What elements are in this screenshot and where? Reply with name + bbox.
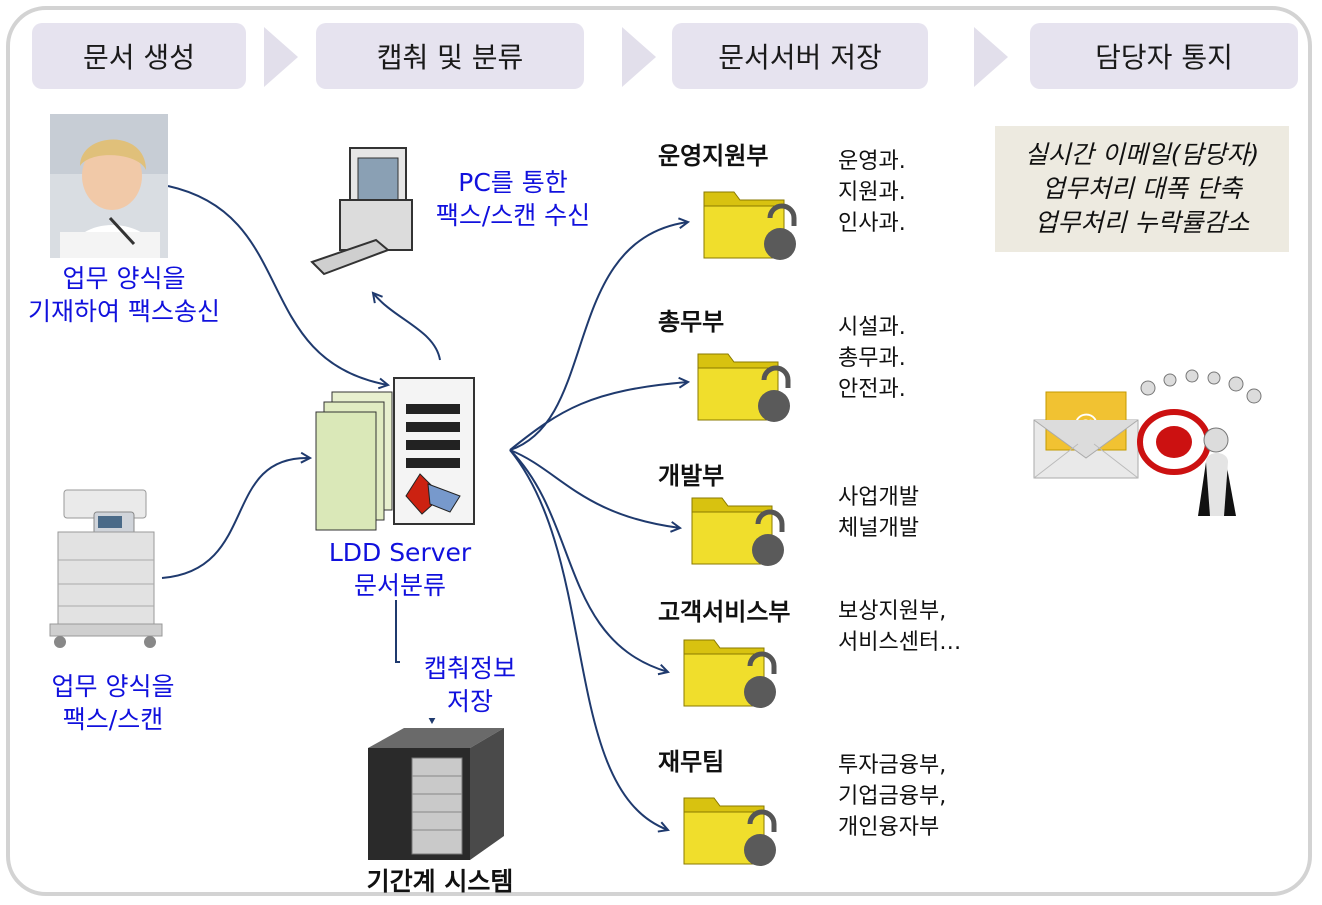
- arrow-scan-to-server: [161, 458, 310, 579]
- arrow-to-dept-2: [509, 382, 688, 451]
- ldd-server-icon: [315, 377, 475, 531]
- chevron-right-icon: [622, 27, 656, 87]
- step-notify: 담당자 통지: [1030, 23, 1298, 89]
- dept-unit: 지원과.: [838, 180, 906, 205]
- dept-units-4: 보상지원부, 서비스센터…: [838, 596, 961, 658]
- notification-benefits-box: 실시간 이메일(담당자) 업무처리 대폭 단축 업무처리 누락률감소: [995, 126, 1289, 252]
- capture-info-line-2: 저장: [446, 687, 493, 716]
- pc-label: PC를 통한 팩스/스캔 수신: [418, 166, 608, 232]
- target-people-icon: [1137, 369, 1262, 516]
- arrow-to-dept-1: [509, 222, 688, 451]
- pc-icon: [310, 147, 413, 276]
- dept-name-3: 개발부: [658, 462, 725, 490]
- dept-unit: 기업금융부,: [838, 784, 947, 809]
- dept-unit: 시설과.: [838, 315, 906, 340]
- ldd-server-line-1: LDD Server: [328, 538, 472, 567]
- dept-unit: 인사과.: [838, 211, 906, 236]
- dept-name-4: 고객서비스부: [658, 598, 791, 626]
- fax-scan-label: 업무 양식을 팩스/스캔: [18, 670, 208, 736]
- dept-name-2: 총무부: [658, 308, 725, 336]
- core-system-label: 기간계 시스템: [366, 867, 514, 896]
- step-store: 문서서버 저장: [672, 23, 928, 89]
- locked-folder-icon: [691, 497, 785, 566]
- locked-folder-icon: [703, 191, 797, 260]
- chevron-right-icon: [264, 27, 298, 87]
- locked-folder-icon: [683, 639, 777, 708]
- dept-name-5: 재무팀: [658, 748, 725, 776]
- step-capture: 캡춰 및 분류: [316, 23, 584, 89]
- core-server-icon: [368, 728, 504, 860]
- dept-unit: 서비스센터…: [838, 630, 962, 655]
- dept-units-1: 운영과. 지원과. 인사과.: [838, 146, 906, 239]
- printer-icon: [49, 489, 163, 648]
- dept-unit: 안전과.: [838, 377, 906, 402]
- ldd-server-label: LDD Server 문서분류: [310, 536, 490, 602]
- notice-line-2: 업무처리 대폭 단축: [1042, 174, 1242, 203]
- arrow-to-dept-4: [509, 449, 668, 672]
- ldd-server-line-2: 문서분류: [353, 571, 446, 600]
- dept-unit: 총무과.: [838, 346, 906, 371]
- fax-send-label: 업무 양식을 기재하여 팩스송신: [18, 262, 230, 328]
- fax-scan-line-2: 팩스/스캔: [62, 705, 164, 734]
- locked-folder-icon: [683, 797, 777, 866]
- chevron-right-icon: [974, 27, 1008, 87]
- step-create: 문서 생성: [32, 23, 246, 89]
- fax-send-line-2: 기재하여 팩스송신: [28, 297, 220, 326]
- pc-line-2: 팩스/스캔 수신: [435, 201, 591, 230]
- dept-unit: 사업개발: [838, 485, 919, 510]
- fax-send-line-1: 업무 양식을: [62, 264, 186, 293]
- dept-units-3: 사업개발 체널개발: [838, 482, 919, 544]
- notice-line-1: 실시간 이메일(담당자): [1024, 140, 1260, 169]
- fax-scan-line-1: 업무 양식을: [51, 672, 175, 701]
- locked-folder-icon: [697, 353, 791, 422]
- dept-unit: 개인융자부: [838, 815, 940, 840]
- dept-units-5: 투자금융부, 기업금융부, 개인융자부: [838, 750, 946, 843]
- capture-info-line-1: 캡춰정보: [423, 654, 516, 683]
- arrow-server-to-pc: [373, 293, 441, 361]
- pc-line-1: PC를 통한: [458, 168, 568, 197]
- diagram-frame: [6, 6, 1312, 896]
- dept-unit: 체널개발: [838, 516, 919, 541]
- arrow-to-dept-5: [509, 449, 668, 830]
- email-envelope-icon: @: [1033, 391, 1139, 479]
- dept-name-1: 운영지원부: [658, 142, 769, 170]
- notice-line-3: 업무처리 누락률감소: [1034, 208, 1250, 237]
- dept-unit: 보상지원부,: [838, 599, 947, 624]
- dept-units-2: 시설과. 총무과. 안전과.: [838, 312, 906, 405]
- arrow-fax-to-server: [167, 185, 388, 385]
- dept-unit: 운영과.: [838, 149, 906, 174]
- person-writing-image: [50, 114, 168, 258]
- capture-info-label: 캡춰정보 저장: [400, 652, 540, 718]
- dept-unit: 투자금융부,: [838, 753, 947, 778]
- arrow-to-dept-3: [509, 449, 680, 528]
